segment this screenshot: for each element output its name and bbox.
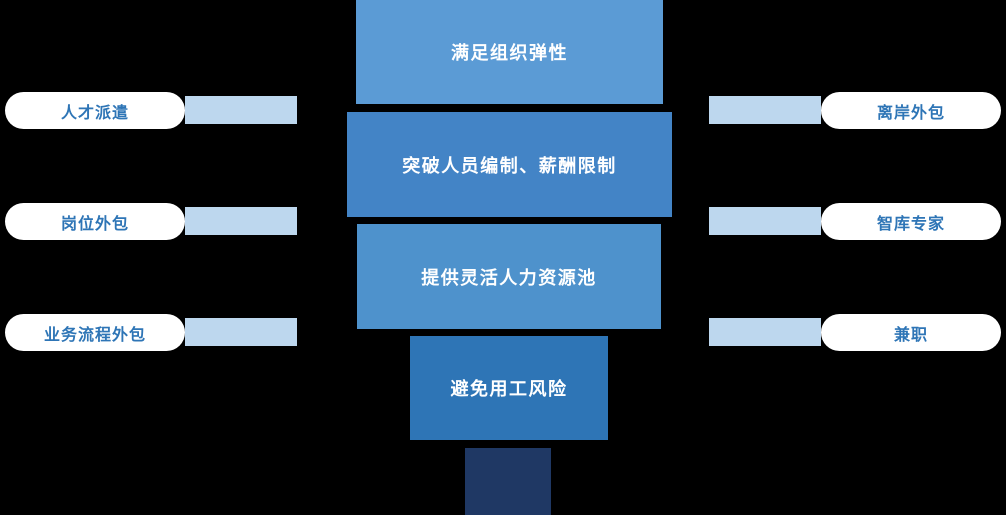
pill-part-time: 兼职: [821, 314, 1001, 351]
connector-left-bpo: [185, 318, 297, 346]
pill-position-outsourcing: 岗位外包: [5, 203, 185, 240]
pill-offshore-outsourcing: 离岸外包: [821, 92, 1001, 129]
funnel-level-label: 满足组织弹性: [451, 43, 568, 63]
funnel-level-label: 突破人员编制、薪酬限制: [402, 155, 617, 176]
pill-label: 岗位外包: [60, 215, 129, 233]
funnel-level-break-staffing-salary-limits: 突破人员编制、薪酬限制: [347, 112, 672, 217]
funnel-level-organizational-flexibility: 满足组织弹性: [356, 0, 663, 104]
connector-left-position-outsourcing: [185, 207, 297, 235]
connector-right-think-tank-experts: [709, 207, 821, 235]
pill-label: 智库专家: [876, 215, 945, 233]
pill-business-process-outsourcing: 业务流程外包: [5, 314, 185, 351]
pill-label: 人才派遣: [60, 104, 129, 122]
funnel-level-label: 提供灵活人力资源池: [421, 267, 597, 288]
funnel-level-avoid-employment-risk: 避免用工风险: [410, 336, 608, 440]
connector-left-talent-dispatch: [185, 96, 297, 124]
pill-talent-dispatch: 人才派遣: [5, 92, 185, 129]
connector-right-part-time: [709, 318, 821, 346]
pill-label: 兼职: [893, 326, 928, 344]
funnel-level-label: 避免用工风险: [450, 379, 568, 399]
pill-think-tank-experts: 智库专家: [821, 203, 1001, 240]
pill-label: 业务流程外包: [43, 326, 146, 344]
pill-label: 离岸外包: [876, 104, 945, 122]
connector-right-offshore-outsourcing: [709, 96, 821, 124]
funnel-level-base-stub: [465, 448, 551, 515]
funnel-level-flexible-hr-pool: 提供灵活人力资源池: [357, 224, 661, 329]
